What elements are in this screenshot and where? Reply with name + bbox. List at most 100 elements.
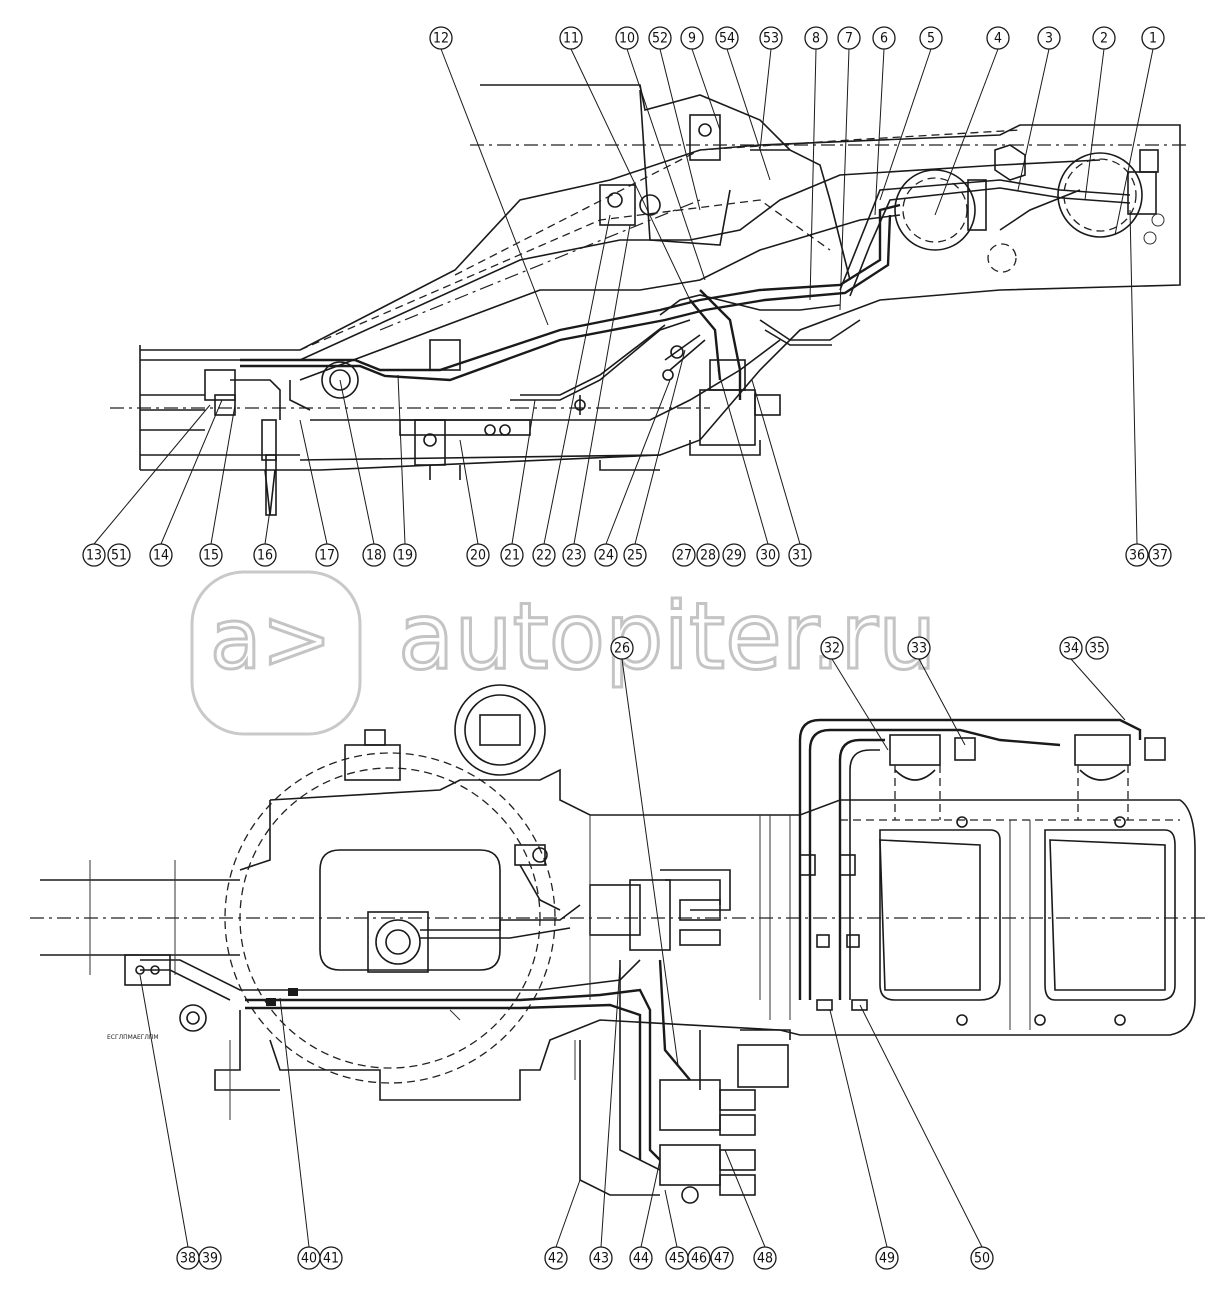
callout-leader-30 (717, 369, 769, 545)
callout-circle (648, 26, 672, 50)
callout-circle (804, 26, 828, 50)
callout-number: 7 (845, 31, 853, 47)
callout-number: 37 (1152, 548, 1168, 564)
callout-leader-23 (573, 224, 631, 545)
callout-leader-49 (829, 1009, 888, 1248)
callout-circle (559, 26, 583, 50)
callout-number: 13 (86, 548, 102, 564)
callout-47: 47 (710, 1246, 734, 1270)
callout-leader-33 (918, 658, 966, 746)
callout-number: 6 (880, 31, 888, 47)
watermark-logo: a> (210, 590, 332, 688)
callout-number: 29 (726, 548, 742, 564)
callout-number: 28 (700, 548, 716, 564)
callout-38: 38 (176, 1246, 200, 1270)
callout-leader-42 (555, 1179, 581, 1248)
callout-1: 1 (1141, 26, 1165, 50)
callout-leader-14 (160, 399, 223, 545)
callout-12: 12 (429, 26, 453, 50)
callout-number: 51 (111, 548, 127, 564)
callout-circle (315, 543, 339, 567)
callout-leader-12 (440, 48, 549, 326)
callout-number: 43 (593, 1251, 609, 1267)
callout-leader-19 (397, 374, 406, 545)
callout-32: 32 (820, 636, 844, 660)
callout-circle (837, 26, 861, 50)
callout-leader-48 (724, 1149, 766, 1248)
callout-6: 6 (872, 26, 896, 50)
callout-circle (544, 1246, 568, 1270)
callout-46: 46 (687, 1246, 711, 1270)
callout-number: 33 (911, 641, 927, 657)
callout-number: 10 (619, 31, 635, 47)
callout-circle (907, 636, 931, 660)
callout-43: 43 (589, 1246, 613, 1270)
callout-leader-13 (93, 404, 211, 545)
callout-circle (788, 543, 812, 567)
callout-leader-16 (264, 509, 271, 545)
callout-15: 15 (199, 543, 223, 567)
callout-circle (429, 26, 453, 50)
callout-8: 8 (804, 26, 828, 50)
callout-number: 38 (180, 1251, 196, 1267)
callout-number: 24 (598, 548, 614, 564)
callout-circle (629, 1246, 653, 1270)
callout-circle (715, 26, 739, 50)
callout-number: 42 (548, 1251, 564, 1267)
callout-leader-4 (934, 48, 999, 216)
callout-circle (970, 1246, 994, 1270)
callout-2: 2 (1092, 26, 1116, 50)
callout-circle (1148, 543, 1172, 567)
callout-circle (759, 26, 783, 50)
callout-number: 48 (757, 1251, 773, 1267)
callout-number: 41 (323, 1251, 339, 1267)
callout-leader-20 (459, 439, 479, 545)
callout-number: 5 (927, 31, 935, 47)
callout-number: 9 (688, 31, 696, 47)
callout-number: 34 (1063, 641, 1079, 657)
callout-number: 44 (633, 1251, 649, 1267)
callout-51: 51 (107, 543, 131, 567)
callout-leader-45 (664, 1189, 678, 1248)
callout-33: 33 (907, 636, 931, 660)
callout-circle (1037, 26, 1061, 50)
callout-number: 17 (319, 548, 335, 564)
callout-circle (589, 1246, 613, 1270)
callout-leader-43 (600, 964, 621, 1248)
callout-number: 53 (763, 31, 779, 47)
callout-circle (722, 543, 746, 567)
callout-40: 40 (297, 1246, 321, 1270)
callout-53: 53 (759, 26, 783, 50)
callout-circle (532, 543, 556, 567)
callout-52: 52 (648, 26, 672, 50)
callout-leaders (93, 48, 1154, 1248)
callout-41: 41 (319, 1246, 343, 1270)
callout-circle (623, 543, 647, 567)
callout-circle (319, 1246, 343, 1270)
bottom-plan-view (30, 684, 1210, 1204)
callout-circle (687, 1246, 711, 1270)
callout-leader-24 (605, 379, 671, 545)
callout-13: 13 (82, 543, 106, 567)
callout-number: 35 (1089, 641, 1105, 657)
callout-number: 26 (614, 641, 630, 657)
callout-circle (696, 543, 720, 567)
callout-circle (500, 543, 524, 567)
callout-circle (872, 26, 896, 50)
callout-number: 39 (202, 1251, 218, 1267)
callout-39: 39 (198, 1246, 222, 1270)
callout-circle (1092, 26, 1116, 50)
callout-circle (820, 636, 844, 660)
callout-37: 37 (1148, 543, 1172, 567)
callout-number: 45 (669, 1251, 685, 1267)
callout-number: 3 (1045, 31, 1053, 47)
callout-number: 21 (504, 548, 520, 564)
callout-circle (986, 26, 1010, 50)
callout-17: 17 (315, 543, 339, 567)
callout-5: 5 (919, 26, 943, 50)
callout-23: 23 (562, 543, 586, 567)
callout-19: 19 (393, 543, 417, 567)
callout-circle (393, 543, 417, 567)
callout-11: 11 (559, 26, 583, 50)
callout-circle (919, 26, 943, 50)
